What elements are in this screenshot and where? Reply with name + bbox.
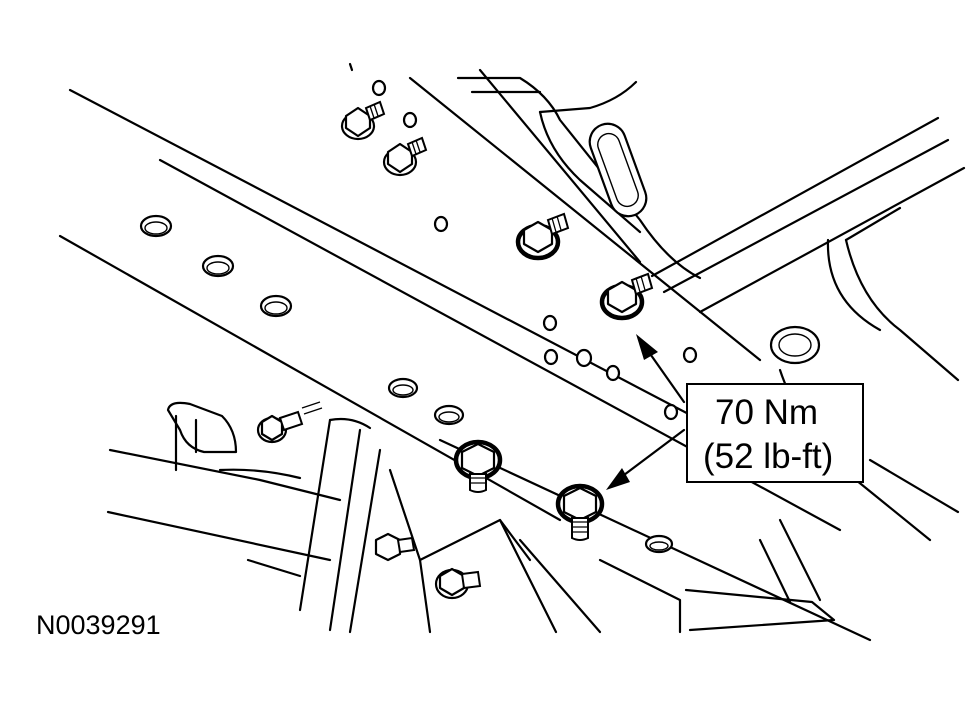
leader-arrow bbox=[606, 428, 686, 490]
hex-flange-nut-icon bbox=[340, 100, 386, 141]
beam-holes bbox=[139, 79, 698, 554]
hex-flange-nut-icon bbox=[434, 567, 482, 600]
beam-hole bbox=[139, 214, 173, 238]
beam-hole bbox=[644, 534, 674, 554]
beam-hole-small bbox=[542, 314, 558, 332]
beam-hole-small bbox=[605, 364, 621, 382]
torque-metric: 70 Nm bbox=[715, 393, 818, 432]
beam-hole bbox=[201, 254, 235, 278]
figure-id: N0039291 bbox=[36, 610, 161, 640]
beam-hole-small bbox=[682, 346, 698, 364]
beam-hole-small bbox=[663, 403, 679, 421]
hex-flange-nut-icon bbox=[555, 483, 605, 541]
beam-hole-small bbox=[543, 348, 559, 366]
beam-hole bbox=[433, 404, 465, 426]
hex-flange-nut-icon bbox=[453, 439, 503, 493]
frame-rail-structure bbox=[456, 68, 966, 632]
lower-mount-bracket bbox=[106, 401, 682, 634]
beam-hole-small bbox=[575, 348, 593, 368]
leader-arrow bbox=[636, 334, 686, 404]
beam-hole-small bbox=[402, 111, 418, 129]
hex-flange-nut-icon bbox=[515, 212, 570, 261]
slot-hole bbox=[588, 122, 648, 218]
beam-hole-small bbox=[371, 79, 387, 97]
torque-callout: 70 Nm (52 lb-ft) bbox=[686, 383, 864, 483]
crossmember-beam bbox=[58, 62, 872, 642]
beam-hole-small bbox=[433, 215, 449, 233]
hex-flange-nut-icon bbox=[374, 532, 416, 562]
hex-flange-nut-icon bbox=[599, 272, 654, 321]
beam-hole bbox=[387, 377, 419, 399]
hex-flange-nut-icon bbox=[382, 136, 428, 177]
beam-hole bbox=[259, 294, 293, 318]
frame-round-hole bbox=[769, 325, 821, 365]
torque-imperial: (52 lb-ft) bbox=[703, 437, 833, 476]
bolt-icon bbox=[256, 401, 323, 444]
